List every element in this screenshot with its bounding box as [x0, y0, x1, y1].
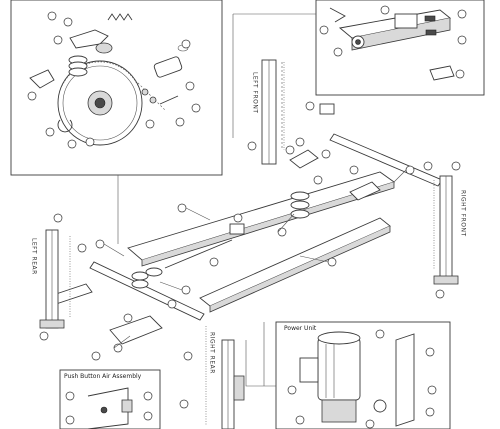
- pulley-stack-1: [290, 191, 310, 201]
- label-right-rear: RIGHT REAR: [209, 332, 216, 374]
- fitting: [373, 399, 387, 413]
- push-button-title: Push Button Air Assembly: [64, 373, 142, 380]
- sheave-2: [145, 267, 163, 277]
- power-unit-inset: Power Unit: [275, 321, 451, 429]
- motor-body: [317, 337, 361, 401]
- cylinder: [153, 56, 183, 78]
- column-left-rear: LEFT REAR: [31, 213, 71, 341]
- lever-arm: [69, 29, 109, 49]
- detail-inset-top-left: [10, 0, 223, 176]
- center-bracket: [229, 223, 245, 235]
- spring: [107, 13, 133, 21]
- assembly-axis: [134, 79, 166, 111]
- snap-ring: [57, 119, 73, 133]
- bolt: [159, 95, 179, 105]
- sheave-3: [131, 279, 149, 289]
- leader-lines: [103, 169, 407, 349]
- valve-port: [100, 406, 108, 414]
- pulley-stack-3: [290, 209, 310, 219]
- power-unit-border: [275, 321, 451, 429]
- small-washer: [149, 96, 157, 104]
- push-button: [121, 399, 133, 413]
- runway-front-side: [209, 226, 391, 313]
- bracket-block: [394, 13, 418, 29]
- label-right-front: RIGHT FRONT: [460, 190, 467, 237]
- sheave-1: [131, 271, 149, 281]
- pulley-rim: [62, 65, 138, 141]
- hose-line: [245, 340, 276, 387]
- label-left-front: LEFT FRONT: [252, 72, 259, 114]
- nut-a: [424, 15, 436, 22]
- pulley-bore: [94, 97, 106, 109]
- motor-top: [317, 331, 361, 345]
- nut-b: [425, 29, 437, 36]
- ramp-b: [349, 181, 381, 201]
- ramp-a: [289, 149, 319, 169]
- mount-plate: [395, 333, 415, 427]
- power-unit-title: Power Unit: [284, 325, 317, 332]
- push-button-inset: Push Button Air Assembly: [59, 369, 161, 429]
- detail-inset-top-right: [315, 0, 485, 96]
- small-nut: [141, 88, 149, 96]
- junction-box: [299, 357, 319, 383]
- washer-3: [68, 67, 88, 77]
- hydraulic-rod: [164, 239, 233, 269]
- column-right-rear: RIGHT REAR: [179, 326, 245, 429]
- column-right-front: RIGHT FRONT: [433, 161, 467, 299]
- upper-bracket: [319, 103, 335, 115]
- latch-plate: [29, 69, 55, 89]
- inset-border-top-left: [10, 0, 223, 176]
- bushing: [95, 42, 113, 54]
- ramp-c: [109, 315, 163, 345]
- column-left-front: LEFT FRONT: [247, 59, 295, 165]
- pulley-teeth: [61, 61, 139, 87]
- clip: [329, 7, 346, 23]
- foot-pad: [429, 65, 455, 81]
- lift-frame: [49, 103, 443, 345]
- label-left-rear: LEFT REAR: [31, 238, 38, 275]
- inset-border-top-right: [315, 0, 485, 96]
- pump: [321, 399, 357, 423]
- pulley-stack-2: [290, 200, 310, 210]
- push-button-border: [59, 369, 161, 429]
- roller-center: [355, 39, 361, 45]
- runway-rear-side: [141, 182, 395, 267]
